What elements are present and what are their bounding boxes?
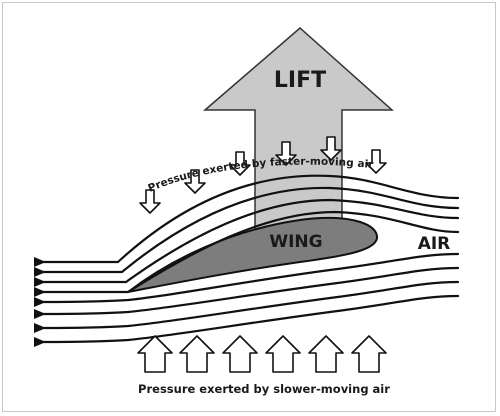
lift-label: LIFT: [274, 68, 326, 93]
streamline-7: [33, 280, 460, 334]
pressure-up-arrow-2: [179, 335, 215, 373]
pressure-up-arrow-3: [222, 335, 258, 373]
streamline-8: [33, 294, 460, 348]
lift-arrow: [202, 27, 394, 241]
pressure-down-arrow-6: [365, 149, 387, 174]
streamline-5: [33, 252, 460, 308]
wing-label: WING: [269, 232, 322, 252]
diagram-frame: [2, 2, 496, 412]
streamline-6: [33, 266, 460, 320]
pressure-up-arrow-6: [351, 335, 387, 373]
streamline-4: [34, 210, 460, 297]
pressure-down-arrow-4: [275, 141, 297, 166]
pressure-down-arrow-2: [184, 169, 206, 194]
streamline-3: [34, 198, 460, 287]
streamline-2: [34, 186, 460, 277]
pressure-down-arrow-3: [229, 151, 251, 176]
pressure-down-arrow-5: [320, 136, 342, 161]
air-label: AIR: [418, 234, 451, 254]
pressure-down-arrow-1: [139, 189, 161, 214]
pressure-up-arrow-4: [265, 335, 301, 373]
bottom-pressure-label: Pressure exerted by slower-moving air: [138, 382, 390, 396]
streamline-1: [34, 174, 460, 267]
pressure-up-arrow-1: [137, 335, 173, 373]
pressure-up-arrow-5: [308, 335, 344, 373]
